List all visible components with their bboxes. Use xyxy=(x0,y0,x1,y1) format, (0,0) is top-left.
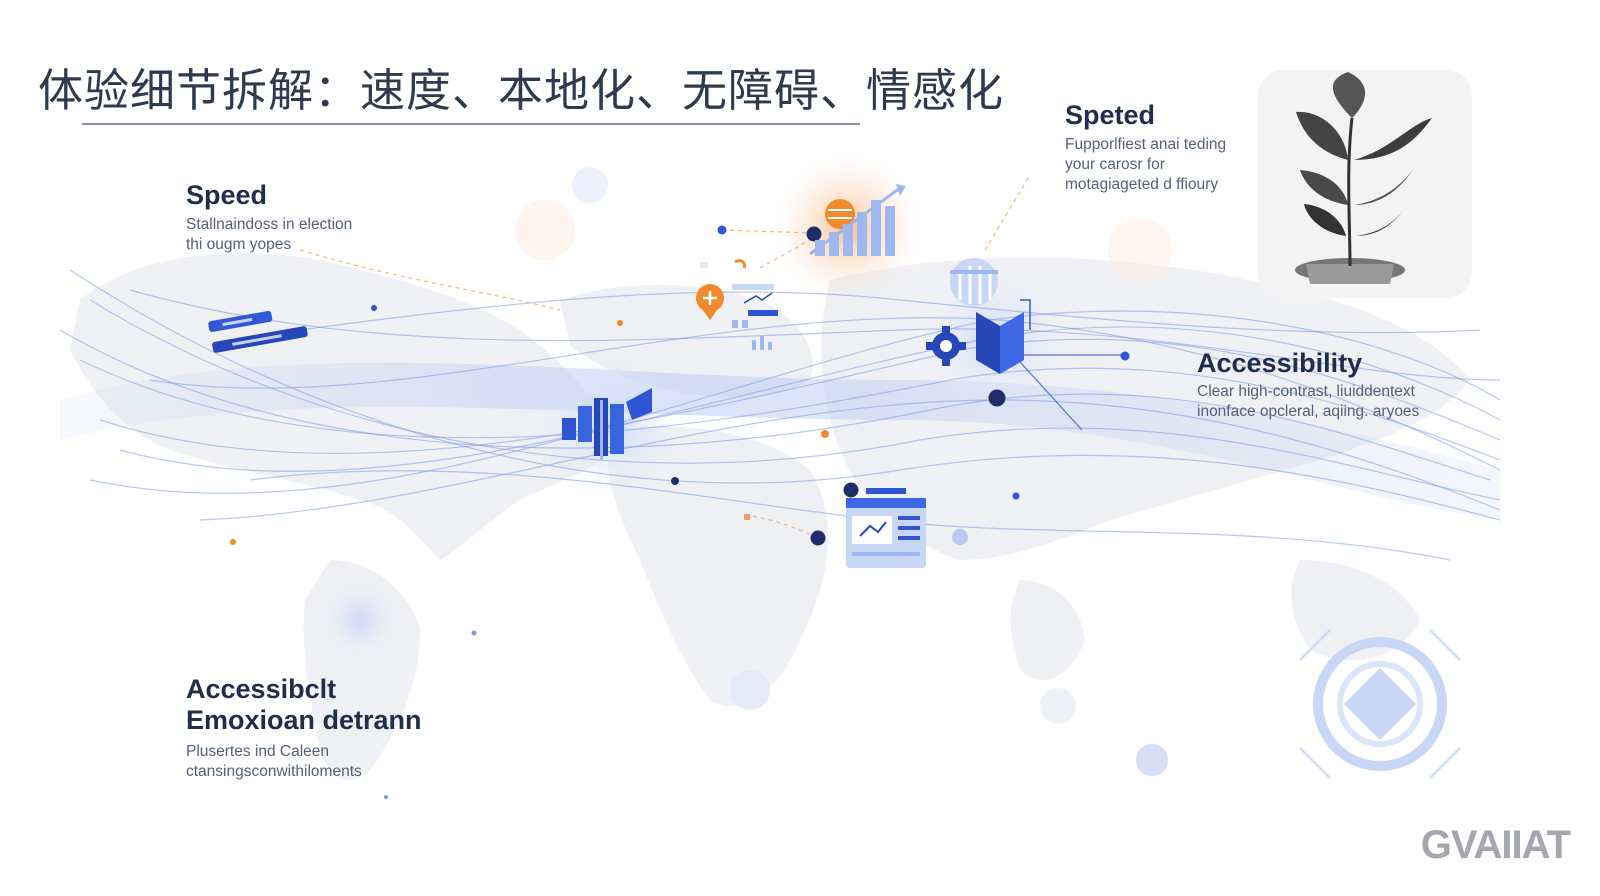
speed-line-1: Stallnaindoss in election xyxy=(186,216,353,233)
map-nodes xyxy=(230,225,1168,799)
speted-heading: Speted xyxy=(1065,100,1156,130)
growth-chart-icon xyxy=(809,184,906,256)
accessibility-heading: Accessibility xyxy=(1197,348,1363,378)
dashboard-widget-icon xyxy=(732,259,778,350)
accessibility-line-1: Clear high-contrast, liuiddentext xyxy=(1197,383,1415,400)
gear-icon xyxy=(926,326,966,366)
speted-line-2: your carosr for xyxy=(1065,156,1165,173)
speted-line-3: motagiageted d ffioury xyxy=(1065,176,1219,193)
page-title: 体验细节拆解：速度、本地化、无障碍、情感化 xyxy=(38,64,1005,117)
target-icon xyxy=(1299,629,1461,779)
speted-block: Speted Fupporlfiest anai teding your car… xyxy=(1065,100,1226,195)
speed-line-2: thi ougm yopes xyxy=(186,236,292,253)
emotion-line-2: ctansingsconwithiloments xyxy=(186,763,362,780)
speed-block: Speed Stallnaindoss in election thi ougm… xyxy=(186,180,352,255)
emotion-block: Accessibclt Emoxioan detrann Plusertes i… xyxy=(186,674,422,782)
bar-chart-icon xyxy=(562,388,652,460)
flow-lines xyxy=(59,269,1501,561)
accessibility-line-2: inonface opcleral, aqiing. aryoes xyxy=(1197,403,1420,420)
emotion-heading-1: Accessibclt xyxy=(186,674,337,704)
plant-image xyxy=(1258,70,1472,298)
brand-logo: GVAIIAT xyxy=(1420,823,1571,867)
book-icon xyxy=(976,299,1031,374)
dashed-connectors xyxy=(299,174,1031,539)
speed-heading: Speed xyxy=(186,180,268,210)
emotion-line-1: Plusertes ind Caleen xyxy=(186,743,330,760)
accessibility-block: Accessibility Clear high-contrast, liuid… xyxy=(1197,348,1419,422)
globe-icon xyxy=(950,258,998,306)
emotion-heading-2: Emoxioan detrann xyxy=(186,705,422,735)
title-divider xyxy=(82,123,860,125)
location-pin-icon xyxy=(696,262,724,320)
speted-line-1: Fupporlfiest anai teding xyxy=(1065,136,1227,153)
document-icon xyxy=(846,488,926,568)
pencil-icon xyxy=(208,310,308,353)
